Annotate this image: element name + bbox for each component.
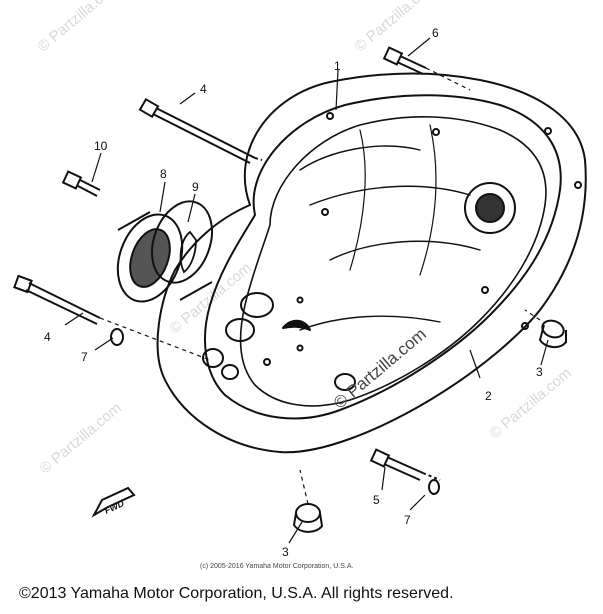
oil-seal-inner	[129, 228, 171, 288]
gasket-outline	[239, 116, 547, 407]
forward-arrow	[91, 486, 136, 518]
case-flange-inner	[204, 94, 562, 420]
crescent-boss	[282, 319, 311, 331]
callout-9: 9	[192, 180, 199, 194]
bolt-4-lower	[13, 274, 211, 361]
callout-2: 2	[485, 389, 492, 403]
callout-3-right: 3	[536, 365, 543, 379]
bolt-5	[369, 448, 441, 481]
bolt-6	[382, 46, 471, 91]
circlip	[179, 230, 197, 274]
oil-seal-back	[151, 200, 213, 284]
callout-1: 1	[334, 59, 341, 73]
callout-4-lower: 4	[44, 330, 51, 344]
bearing-boss-inner	[475, 193, 505, 223]
boss-left-top	[240, 292, 274, 318]
leader-lines	[64, 37, 549, 544]
case-cover-outline	[156, 72, 587, 454]
bearing-boss-outer	[464, 182, 516, 234]
boss-left-mid	[225, 318, 255, 342]
callout-7-left: 7	[81, 350, 88, 364]
bolt-4-upper	[138, 97, 263, 164]
dowel-pin-3-bottom	[292, 469, 324, 533]
callout-8: 8	[160, 167, 167, 181]
callout-7-right: 7	[404, 513, 411, 527]
callout-10: 10	[94, 139, 108, 153]
copyright-small: (c) 2005-2016 Yamaha Motor Corporation, …	[200, 563, 354, 570]
dowel-pin-3-right	[524, 309, 567, 348]
washer-7-left	[110, 328, 124, 346]
callout-3-bottom: 3	[282, 545, 289, 559]
callout-4-upper: 4	[200, 82, 207, 96]
washer-7-right	[428, 479, 440, 495]
bolt-10	[61, 170, 101, 197]
copyright-main: ©2013 Yamaha Motor Corporation, U.S.A. A…	[19, 585, 454, 602]
callout-6: 6	[432, 26, 439, 40]
callout-5: 5	[373, 493, 380, 507]
